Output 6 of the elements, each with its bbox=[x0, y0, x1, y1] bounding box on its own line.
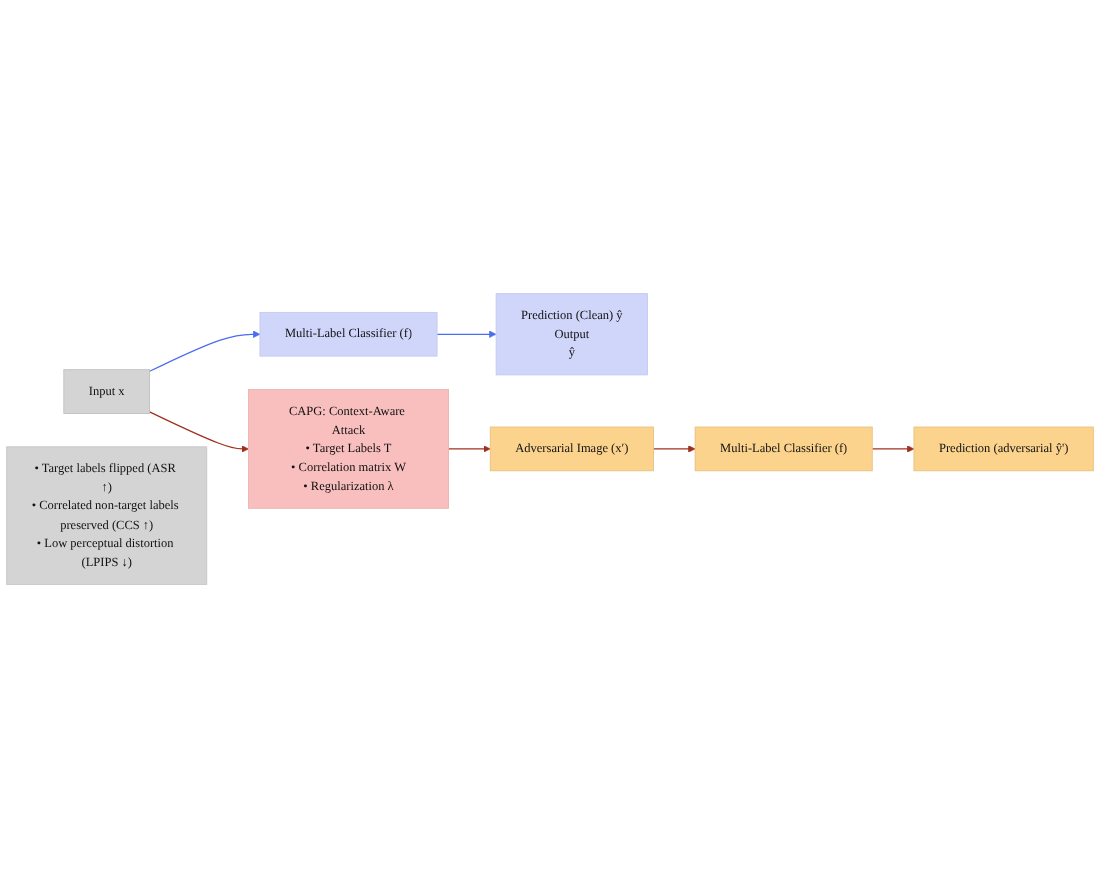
arrow bbox=[652, 445, 696, 453]
arrow bbox=[149, 330, 261, 372]
arrow bbox=[447, 445, 491, 453]
arrow bbox=[436, 330, 497, 338]
arrow bbox=[149, 411, 249, 453]
arrow bbox=[871, 445, 915, 453]
